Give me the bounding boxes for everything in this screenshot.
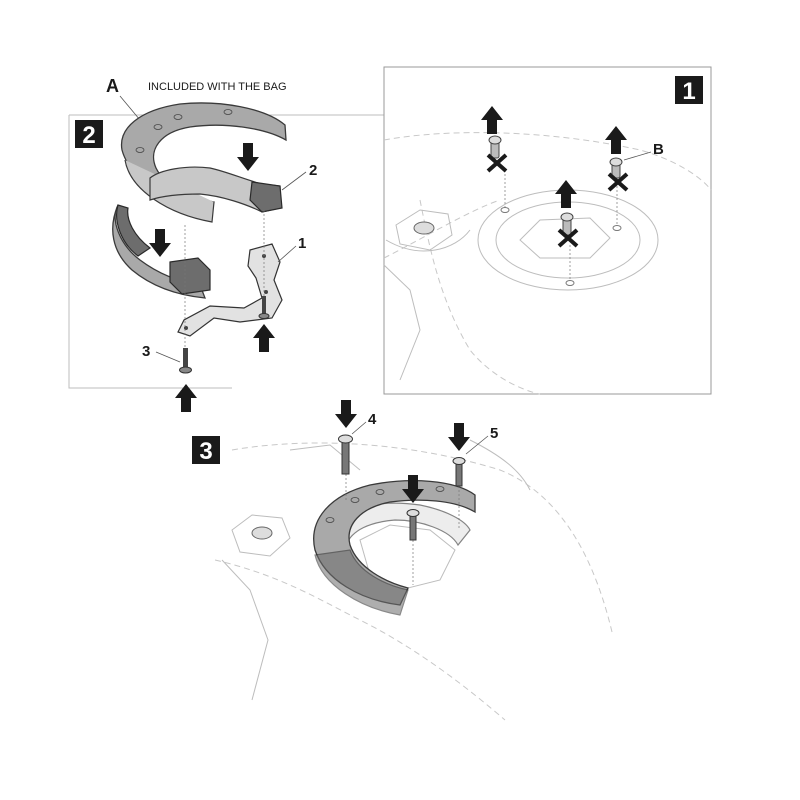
lower-ring-block	[169, 257, 211, 295]
arrow-up-icon	[253, 324, 275, 352]
screw-3	[179, 348, 192, 374]
panel-step-1: 1	[383, 66, 712, 395]
cap-bolt	[488, 135, 502, 159]
cap-bolt	[609, 157, 623, 179]
arrow-down-icon	[448, 423, 470, 451]
step-2-number: 2	[82, 122, 95, 149]
arrow-down-icon	[149, 229, 171, 257]
bolt-5	[452, 457, 466, 487]
arrow-down-icon	[335, 400, 357, 428]
panel-step-3: 3	[192, 400, 613, 721]
label-part-2: 2	[309, 162, 317, 179]
step-1-badge	[675, 76, 703, 104]
step-3-number: 3	[199, 438, 212, 465]
label-part-4: 4	[368, 411, 377, 428]
panel-step-2: 2 A INCLUDED WITH THE BAG	[68, 76, 384, 412]
label-part-1: 1	[298, 235, 306, 252]
label-b: B	[653, 141, 664, 158]
label-part-5: 5	[490, 425, 498, 442]
ring-holes	[135, 109, 233, 153]
step-3-badge	[192, 436, 220, 464]
bolt-center	[406, 509, 420, 541]
arrow-up-icon	[555, 180, 577, 208]
bolt-4	[338, 434, 353, 475]
included-with-bag-caption: INCLUDED WITH THE BAG	[148, 81, 287, 93]
arrow-up-icon	[605, 126, 627, 154]
cap-bolt	[560, 212, 574, 236]
mounting-plate-1	[177, 243, 283, 337]
arrow-up-icon	[481, 106, 503, 134]
arrow-down-icon	[237, 143, 259, 171]
step-2-badge	[75, 120, 103, 148]
screw-stud	[258, 296, 270, 319]
label-part-3: 3	[142, 343, 150, 360]
step-1-number: 1	[682, 78, 695, 105]
label-a: A	[106, 76, 119, 96]
